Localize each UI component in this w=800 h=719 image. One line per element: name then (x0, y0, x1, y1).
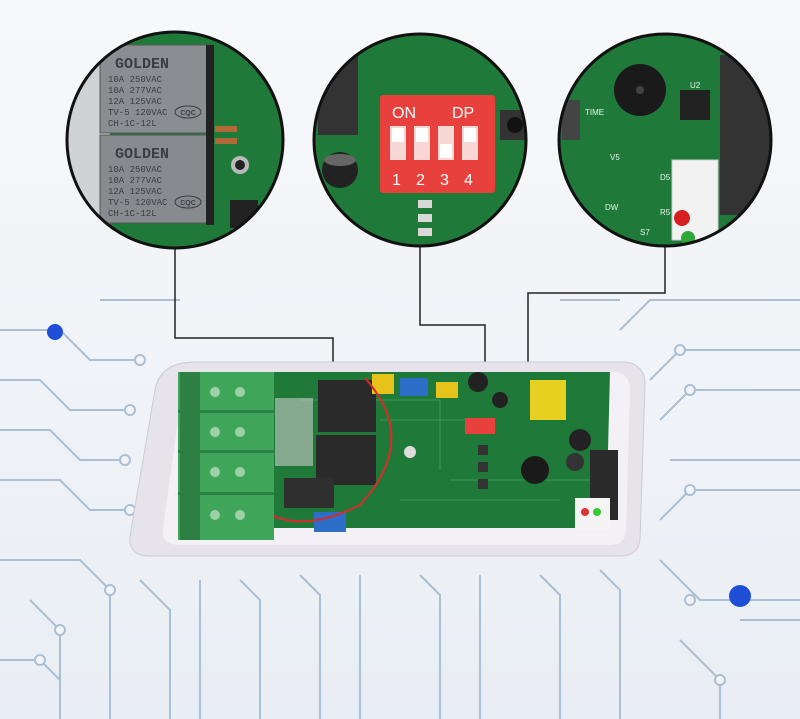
relay-model: CH-1C-12L (108, 119, 157, 129)
pcb-label: DW (605, 203, 619, 212)
pcb-label: TIME (585, 108, 604, 117)
pcb-label: V5 (610, 153, 620, 162)
callout-indicator: U2 TIME V5 D5 R5 S7 DW (559, 34, 771, 246)
relay-model: CH-1C-12L (108, 209, 157, 219)
cqc-cert-mark: CQC (174, 105, 202, 119)
relay-rating: 10A 277VAC (108, 176, 163, 186)
dip-position-label: 1 (392, 172, 401, 189)
callout-dip-switch: ON DP 1 2 3 4 (314, 34, 526, 246)
dip-position-label: 3 (440, 172, 449, 189)
dip-position-label: 2 (416, 172, 425, 189)
dip-dp-label: DP (452, 105, 474, 122)
relay-cert-label: CQC (180, 110, 196, 117)
accent-dot (47, 324, 63, 340)
relay-rating: 12A 125VAC (108, 97, 163, 107)
pcb-label: D5 (660, 173, 671, 182)
cqc-cert-mark: CQC (174, 195, 202, 209)
relay-cert-label: CQC (180, 200, 196, 207)
relay-rating: TV-5 120VAC (108, 108, 168, 118)
relay-rating: 10A 277VAC (108, 86, 163, 96)
accent-dot (729, 585, 751, 607)
dip-position-label: 4 (464, 172, 473, 189)
relay-rating: 10A 250VAC (108, 75, 163, 85)
pcb-label: S7 (640, 228, 650, 237)
pcb-label: R5 (660, 208, 671, 217)
relay-brand: GOLDEN (115, 56, 169, 73)
relay-rating: 10A 250VAC (108, 165, 163, 175)
relay-brand: GOLDEN (115, 146, 169, 163)
pcb-label: U2 (690, 81, 701, 90)
controller-board (129, 361, 646, 557)
relay-rating: TV-5 120VAC (108, 198, 168, 208)
dip-on-label: ON (392, 105, 416, 122)
relay-rating: 12A 125VAC (108, 187, 163, 197)
